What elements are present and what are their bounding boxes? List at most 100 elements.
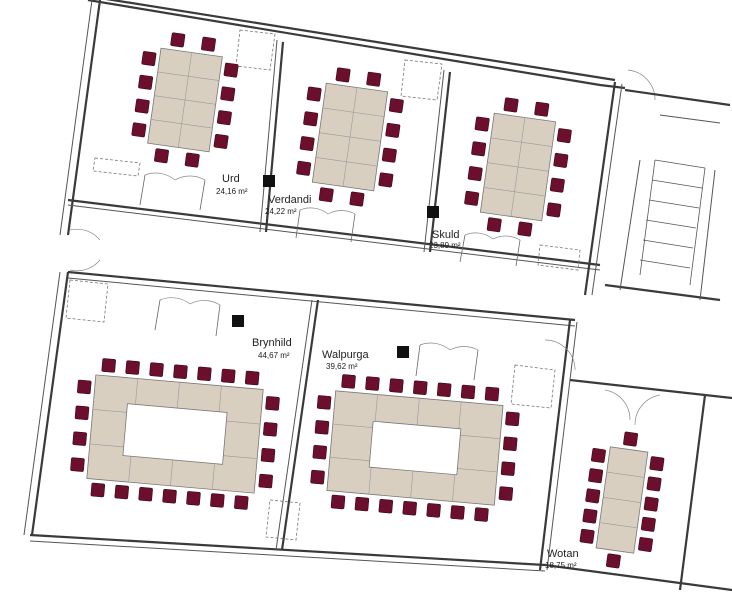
chair	[310, 469, 325, 485]
room-name: Urd	[222, 173, 240, 185]
chair	[296, 160, 312, 176]
room-label-wotan: Wotan 18,75 m²	[545, 548, 579, 570]
chair	[366, 71, 382, 87]
chair	[381, 147, 397, 163]
chair	[378, 498, 394, 514]
chair	[474, 116, 490, 132]
chair	[220, 86, 236, 102]
room-area: 44,67 m²	[258, 351, 290, 360]
chair	[201, 36, 216, 52]
chair	[125, 360, 140, 375]
upper-doors	[69, 69, 656, 272]
chair	[643, 496, 659, 512]
chair	[486, 217, 502, 233]
chair	[306, 86, 322, 102]
chair	[638, 537, 653, 552]
chair	[335, 67, 351, 83]
chair	[585, 488, 601, 504]
chair	[498, 486, 514, 501]
room-area: 23,89 m²	[429, 241, 461, 250]
chair	[213, 133, 229, 149]
chair	[299, 136, 315, 152]
chair	[316, 395, 332, 410]
chair	[221, 368, 236, 384]
chair	[546, 202, 562, 218]
chair	[591, 448, 606, 463]
table-skuld	[464, 97, 572, 237]
chair	[197, 366, 212, 382]
chair	[223, 62, 239, 78]
room-area: 24,16 m²	[216, 187, 248, 196]
chair	[579, 528, 595, 544]
chair	[72, 431, 87, 446]
chair	[138, 486, 153, 502]
table-urd	[131, 32, 239, 168]
chair	[582, 508, 598, 524]
chair	[649, 456, 665, 472]
chair	[556, 128, 572, 144]
chair	[450, 505, 465, 520]
staircase	[604, 88, 731, 302]
chair	[184, 152, 200, 168]
chair	[436, 382, 452, 398]
chair	[474, 507, 489, 522]
room-label-skuld: Skuld 23,89 m²	[429, 229, 461, 250]
furniture	[70, 32, 665, 569]
table-wotan	[579, 431, 665, 569]
chair	[413, 380, 428, 395]
room-area: 18,75 m²	[545, 561, 577, 570]
chair	[234, 495, 249, 510]
chair	[216, 110, 232, 126]
chair	[389, 378, 404, 393]
upper-cabinets	[92, 29, 581, 271]
chair	[263, 422, 278, 437]
room-area: 39,62 m²	[326, 362, 358, 371]
column	[232, 315, 244, 327]
room-area: 24,22 m²	[265, 207, 297, 216]
chair	[265, 396, 280, 411]
column	[263, 175, 275, 187]
table-opening	[122, 403, 228, 465]
chair	[114, 484, 129, 500]
chair	[385, 122, 401, 138]
lower-cabinets	[65, 279, 556, 541]
room-label-brynhild: Brynhild 44,67 m²	[252, 337, 292, 360]
column	[397, 346, 409, 358]
chair	[588, 468, 604, 484]
chair	[258, 473, 273, 489]
table-brynhild	[70, 358, 280, 510]
chair	[134, 98, 150, 114]
chair	[500, 461, 516, 476]
chair	[623, 431, 639, 447]
chair	[162, 489, 177, 504]
chair	[141, 51, 157, 67]
chair	[646, 476, 662, 492]
chair	[210, 493, 225, 508]
room-label-verdandi: Verdandi 24,22 m²	[265, 194, 311, 216]
chair	[426, 503, 441, 518]
chair	[260, 447, 276, 463]
chair	[90, 482, 106, 498]
lower-doors	[154, 297, 661, 426]
chair	[303, 111, 319, 127]
room-label-walpurga: Walpurga 39,62 m²	[322, 349, 370, 371]
chair	[77, 379, 92, 395]
chair	[464, 190, 480, 206]
chair	[312, 444, 327, 460]
chair	[484, 386, 500, 402]
room-name: Verdandi	[268, 194, 311, 206]
chair	[505, 411, 520, 427]
chair	[388, 98, 404, 114]
chair	[503, 436, 518, 452]
chair	[605, 553, 621, 569]
chair	[402, 501, 417, 516]
room-name: Walpurga	[322, 349, 370, 361]
room-label-urd: Urd 24,16 m²	[216, 173, 248, 196]
room-name: Wotan	[547, 548, 579, 560]
chair	[534, 101, 550, 117]
chair	[186, 491, 201, 506]
table-opening	[368, 420, 462, 476]
chair	[349, 191, 365, 207]
chair	[149, 362, 164, 377]
